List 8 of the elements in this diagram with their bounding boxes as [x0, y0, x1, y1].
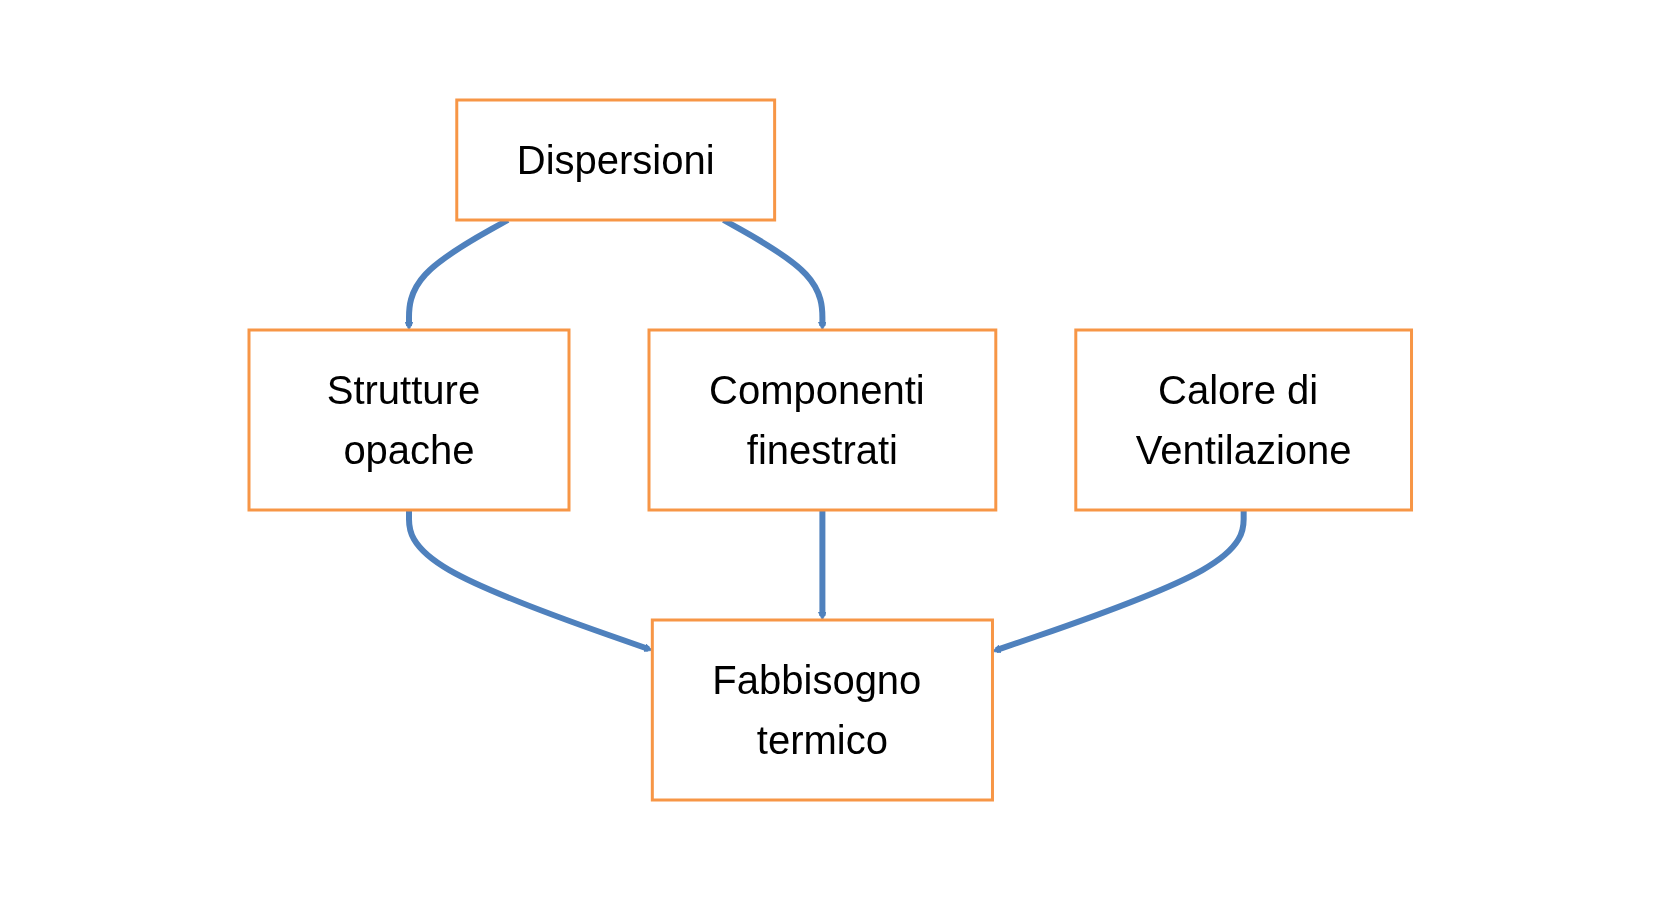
arrow	[406, 510, 653, 652]
node-box: Fabbisogno termico	[651, 618, 995, 802]
node-box: Calore di Ventilazione	[1074, 328, 1414, 512]
node-box: Dispersioni	[455, 98, 777, 222]
node-box: Strutture opache	[247, 328, 571, 512]
arrow	[818, 510, 828, 621]
node-box: Componenti finestrati	[647, 328, 998, 512]
arrow	[992, 510, 1247, 654]
